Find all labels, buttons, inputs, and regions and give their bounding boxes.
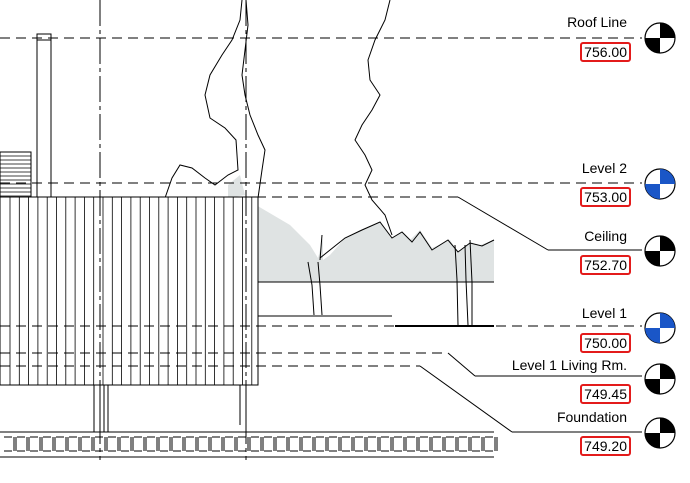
foundation-footing (0, 431, 498, 458)
level-head-icon[interactable] (643, 234, 677, 268)
level-name[interactable]: Level 2 (581, 160, 627, 176)
level-name[interactable]: Level 1 (581, 305, 627, 321)
level-head-icon[interactable] (643, 362, 677, 396)
tree-outline-right (354, 0, 393, 236)
level-line-3[interactable] (0, 196, 642, 251)
level-elevation-value[interactable]: 749.45 (580, 384, 631, 404)
tree-trunk-1 (307, 234, 323, 316)
level-elevation-value[interactable]: 753.00 (580, 187, 631, 207)
level-head-icon[interactable] (643, 21, 677, 55)
tree-canopy-edge (319, 221, 495, 259)
level-line-5[interactable] (0, 352, 642, 377)
level-head-icon[interactable] (643, 416, 677, 450)
level-line-6[interactable] (0, 365, 642, 433)
tree-foliage-left (228, 175, 245, 198)
level-name[interactable]: Ceiling (584, 228, 627, 244)
level-name[interactable]: Foundation (556, 409, 627, 425)
louver-vent (0, 151, 32, 198)
level-name[interactable]: Level 1 Living Rm. (511, 357, 627, 373)
level-elevation-value[interactable]: 749.20 (580, 436, 631, 456)
level-elevation-value[interactable]: 752.70 (580, 255, 631, 275)
level-elevation-value[interactable]: 750.00 (580, 333, 631, 353)
level-head-blue-icon[interactable] (643, 311, 677, 345)
building-siding (0, 196, 259, 386)
level-elevation-value[interactable]: 756.00 (580, 42, 631, 62)
tree-outline-left (164, 0, 266, 199)
level-name[interactable]: Roof Line (567, 14, 627, 30)
foliage-fill (256, 205, 494, 282)
level-head-blue-icon[interactable] (643, 167, 677, 201)
chimney (36, 33, 52, 198)
